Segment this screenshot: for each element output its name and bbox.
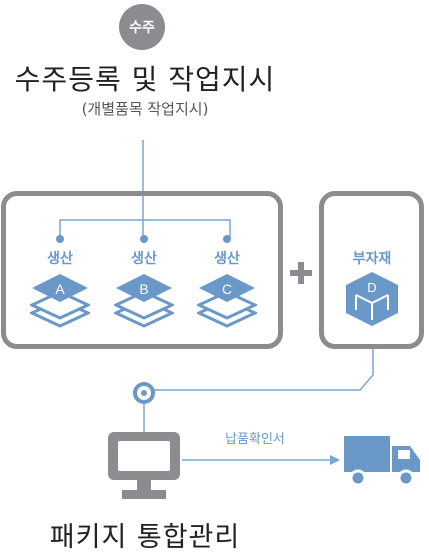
production-item-c: 생산 C <box>197 235 257 338</box>
page-title: 수주등록 및 작업지시 <box>14 63 276 96</box>
layers-icon: B <box>114 274 174 328</box>
footer-title: 패키지 통합관리 <box>49 522 241 553</box>
layer-letter: A <box>55 281 65 297</box>
node-dot <box>56 235 64 243</box>
production-label: 생산 <box>214 251 240 267</box>
cube-letter: D <box>367 280 376 295</box>
cube-icon: D <box>346 272 398 326</box>
production-label: 생산 <box>131 251 157 267</box>
junction-node <box>133 382 155 404</box>
plus-icon <box>290 262 312 284</box>
production-item-b: 생산 B <box>114 235 174 338</box>
monitor-icon <box>108 432 180 499</box>
order-badge: 수주 <box>119 4 165 50</box>
layer-letter: B <box>139 281 148 297</box>
production-item-a: 생산 A <box>30 235 90 338</box>
production-label: 생산 <box>47 251 73 267</box>
page-subtitle: (개별품목 작업지시) <box>81 100 209 118</box>
delivery-label: 납품확인서 <box>225 432 285 447</box>
layers-icon: C <box>197 274 257 328</box>
production-box <box>1 191 283 349</box>
materials-box <box>319 191 424 349</box>
layers-icon: A <box>30 274 90 328</box>
node-dot <box>223 235 231 243</box>
node-dot <box>140 235 148 243</box>
materials-item: 부자재 D <box>342 238 402 338</box>
materials-label: 부자재 <box>352 251 392 267</box>
layer-letter: C <box>222 281 232 297</box>
truck-icon <box>344 436 420 487</box>
